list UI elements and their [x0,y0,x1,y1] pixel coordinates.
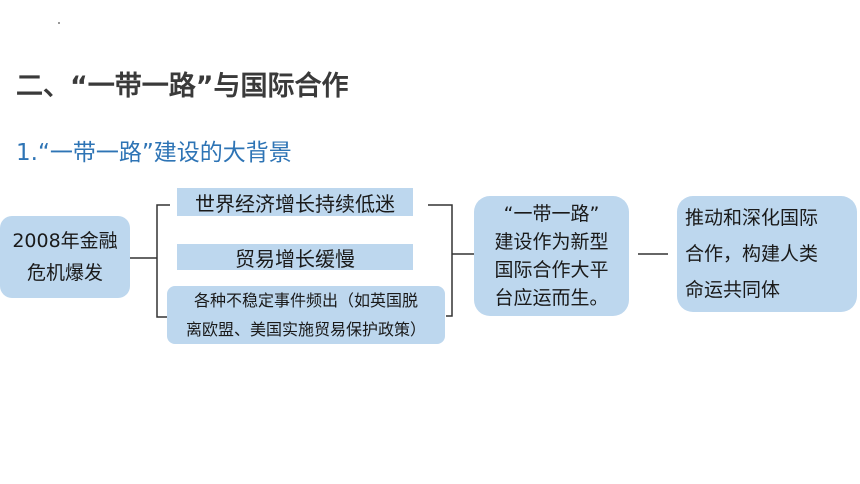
crisis-box: 2008年金融 危机爆发 [0,216,130,298]
belt-road-box: “一带一路” 建设作为新型 国际合作大平 台应运而生。 [474,196,629,316]
decorative-dot [58,22,60,24]
trade-box: 贸易增长缓慢 [177,244,413,271]
left-bracket [156,204,170,318]
section-subtitle: 1.“一带一路”建设的大背景 [16,140,292,166]
page-title: 二、“一带一路”与国际合作 [16,71,349,102]
result-box: 推动和深化国际 合作，构建人类 命运共同体 [677,196,857,312]
economy-box: 世界经济增长持续低迷 [177,188,413,216]
unstable-events-box: 各种不稳定事件频出（如英国脱 离欧盟、美国实施贸易保护政策） [167,286,445,344]
right-bracket [428,204,453,317]
